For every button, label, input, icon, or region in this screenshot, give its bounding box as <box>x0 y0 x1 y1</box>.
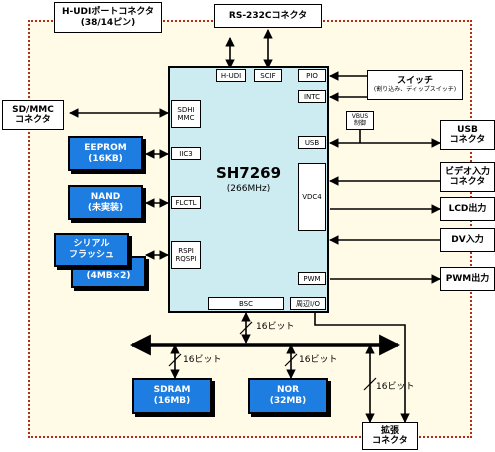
port-rqspi: RQSPI <box>175 255 197 263</box>
port-periph-io: 周辺I/O <box>290 297 326 310</box>
usb-connector-label: USB <box>457 124 478 135</box>
port-scif: SCIF <box>254 69 282 82</box>
lcd-out: LCD出力 <box>440 197 495 221</box>
serial-flash-label-1: シリアル <box>73 239 110 250</box>
lcd-out-label: LCD出力 <box>448 203 487 214</box>
cpu-name: SH7269 <box>215 164 282 182</box>
video-in-sub: コネクタ <box>449 177 486 187</box>
nand-status: (未実装) <box>87 202 124 213</box>
bus-label-nor: 16ビット <box>299 355 338 365</box>
port-mmc: MMC <box>177 114 195 122</box>
usb-connector-sub: コネクタ <box>449 135 486 145</box>
bus-slash-expansion <box>363 377 377 391</box>
switch-note: (割り込み、ディップスイッチ) <box>373 85 457 93</box>
sdmmc-connector: SD/MMC コネクタ <box>2 100 64 130</box>
port-pwm: PWM <box>298 272 326 285</box>
eeprom-size: (16KB) <box>88 153 123 164</box>
sdmmc-sub: コネクタ <box>15 115 51 125</box>
pwm-out: PWM出力 <box>440 267 495 291</box>
nor-label: NOR <box>276 385 300 396</box>
bus-slash-nor <box>284 353 298 367</box>
sdram-block: SDRAM (16MB) <box>132 378 212 414</box>
port-vdc4: VDC4 <box>298 163 326 231</box>
switch-block: スイッチ (割り込み、ディップスイッチ) <box>367 70 463 100</box>
vbus-control: VBUS 制御 <box>346 111 374 130</box>
expansion-label: 拡張 <box>380 425 399 436</box>
port-usb: USB <box>298 136 326 149</box>
port-pio: PIO <box>298 69 326 82</box>
pwm-out-label: PWM出力 <box>445 273 490 284</box>
sdmmc-label: SD/MMC <box>12 104 54 115</box>
video-in-connector: ビデオ入力 コネクタ <box>440 162 495 192</box>
bus-slash-sdram <box>168 353 182 367</box>
nand-label: NAND <box>90 191 121 202</box>
hudi-connector-pins: (38/14ピン) <box>80 17 136 28</box>
rs232c-label: RS-232Cコネクタ <box>228 10 308 21</box>
port-flctl: FLCTL <box>171 196 201 209</box>
dv-in: DV入力 <box>440 228 495 252</box>
eeprom-label: EEPROM <box>84 142 127 153</box>
vbus-label: VBUS <box>351 112 369 120</box>
serial-flash-size: (4MB×2) <box>86 271 131 282</box>
nor-size: (32MB) <box>269 396 307 406</box>
vbus-control-label: 制御 <box>353 119 366 127</box>
port-bsc: BSC <box>208 297 284 310</box>
cpu-clock: (266MHz) <box>226 184 271 194</box>
port-iic3: IIC3 <box>171 147 201 160</box>
port-sdhi: SDHI <box>177 106 195 114</box>
port-hudi: H-UDI <box>216 69 246 82</box>
serial-flash-label-2: フラッシュ <box>68 250 114 260</box>
expansion-connector: 拡張 コネクタ <box>362 422 418 450</box>
hudi-connector-label: H-UDIポートコネクタ <box>61 7 155 18</box>
bus-label-main: 16ビット <box>256 322 295 332</box>
usb-connector: USB コネクタ <box>440 120 495 150</box>
periph-io-line <box>314 313 410 423</box>
serial-flash-block: シリアル フラッシュ <box>54 233 129 267</box>
rs232c-connector: RS-232Cコネクタ <box>214 4 322 28</box>
port-rspi-rqspi: RSPI RQSPI <box>171 241 201 269</box>
switch-label: スイッチ <box>396 76 433 87</box>
sdram-label: SDRAM <box>153 385 191 396</box>
eeprom-block: EEPROM (16KB) <box>68 136 143 171</box>
video-in-label: ビデオ入力 <box>444 166 490 177</box>
bus-slash-main <box>239 321 253 335</box>
sdram-size: (16MB) <box>153 396 191 406</box>
hudi-connector: H-UDIポートコネクタ (38/14ピン) <box>54 2 162 33</box>
nor-block: NOR (32MB) <box>248 378 328 414</box>
expansion-sub: コネクタ <box>372 436 408 446</box>
dv-in-label: DV入力 <box>451 234 484 245</box>
bus-label-expansion: 16ビット <box>376 382 415 392</box>
port-rspi: RSPI <box>178 247 194 255</box>
nand-block: NAND (未実装) <box>68 185 143 220</box>
bus-label-sdram: 16ビット <box>183 355 222 365</box>
port-intc: INTC <box>298 90 326 103</box>
port-sdhi-mmc: SDHI MMC <box>171 100 201 128</box>
